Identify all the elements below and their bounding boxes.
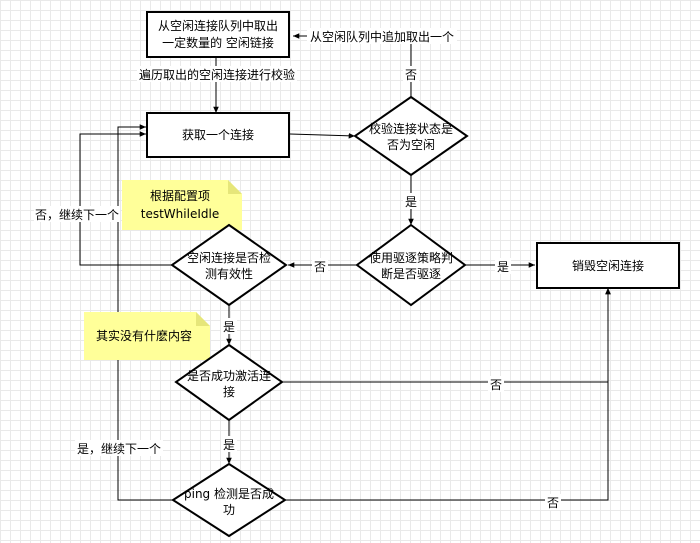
node-evict-policy-line-2: 断是否驱逐: [381, 266, 441, 281]
node-ping: ping 检测是否成 功: [171, 462, 287, 538]
label-yes-destroy: 是: [497, 260, 509, 274]
label-yes-evict: 是: [405, 195, 417, 209]
node-evict-policy: 使用驱逐策略判 断是否驱逐: [355, 223, 467, 307]
node-check-valid: 空闲连接是否检 测有效性: [170, 223, 288, 307]
label-traverse: 遍历取出的空闲连接进行校验: [139, 67, 295, 82]
node-check-valid-line-1: 空闲连接是否检: [187, 250, 271, 265]
node-destroy-text: 销毁空闲连接: [572, 258, 644, 273]
note-config: 根据配置项 testWhileIdle: [122, 180, 242, 230]
node-activate: 是否成功激活连 接: [174, 343, 284, 422]
label-yes-next: 是，继续下一个: [77, 442, 161, 456]
node-take-idle-line-2: 一定数量的 空闲链接: [162, 35, 274, 50]
label-yes-valid: 是: [223, 320, 235, 334]
edge-no-append: [293, 33, 412, 97]
node-take-idle: 从空闲连接队列中取出 一定数量的 空闲链接: [146, 11, 290, 58]
node-get-conn: 获取一个连接: [146, 112, 290, 158]
edge-activate-no: [282, 288, 611, 383]
note-config-line-2: testWhileIdle: [141, 207, 219, 221]
node-ping-line-1: ping 检测是否成: [184, 486, 274, 501]
edge-ping-no: [285, 288, 611, 501]
label-no-evict: 否: [314, 260, 326, 274]
label-append-one: 从空闲队列中追加取出一个: [310, 29, 454, 44]
label-no-next: 否，继续下一个: [35, 208, 119, 222]
node-check-idle-line-2: 否为空闲: [387, 138, 435, 152]
node-activate-line-1: 是否成功激活连: [187, 368, 271, 383]
node-check-idle-line-1: 校验连接状态是: [369, 121, 453, 136]
label-no-activate: 否: [490, 378, 502, 392]
node-destroy: 销毁空闲连接: [536, 242, 680, 289]
node-take-idle-line-1: 从空闲连接队列中取出: [158, 18, 278, 33]
edges: [79, 33, 611, 501]
node-ping-line-2: 功: [223, 503, 235, 517]
note-nothing-text: 其实没有什麽内容: [96, 328, 192, 343]
node-get-conn-text: 获取一个连接: [182, 127, 254, 142]
edge-get-to-check: [289, 133, 356, 139]
edge-labels: 从空闲队列中追加取出一个 遍历取出的空闲连接进行校验 否 是 是 否 否，继续下…: [34, 28, 561, 510]
note-config-line-1: 根据配置项: [150, 189, 210, 203]
label-no-top: 否: [405, 68, 417, 82]
node-check-idle: 校验连接状态是 否为空闲: [353, 95, 469, 177]
node-activate-line-2: 接: [223, 384, 235, 399]
edge-valid-no-loop: [79, 131, 172, 266]
label-yes-activate: 是: [223, 438, 235, 452]
node-evict-policy-line-1: 使用驱逐策略判: [369, 250, 453, 265]
node-check-valid-line-2: 测有效性: [205, 266, 253, 281]
label-no-ping: 否: [547, 496, 559, 510]
note-nothing: 其实没有什麽内容: [84, 312, 210, 360]
